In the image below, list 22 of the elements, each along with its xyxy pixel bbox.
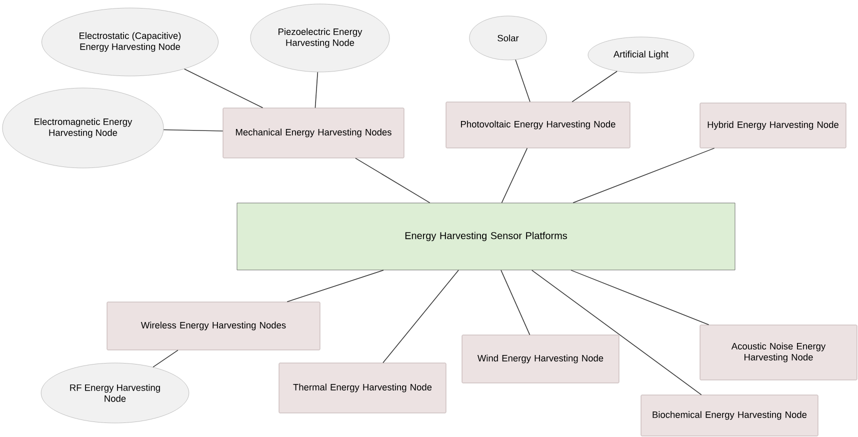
category-box: Mechanical Energy Harvesting Nodes bbox=[222, 108, 404, 158]
connector-line bbox=[572, 70, 618, 102]
category-box: Thermal Energy Harvesting Node bbox=[278, 362, 446, 414]
platform-box: Energy Harvesting Sensor Platforms bbox=[236, 202, 736, 270]
connector-line bbox=[501, 148, 528, 204]
connector-line bbox=[570, 270, 710, 326]
category-box: Wireless Energy Harvesting Nodes bbox=[106, 302, 320, 350]
category-box: Hybrid Energy Harvesting Node bbox=[700, 102, 846, 148]
connector-line bbox=[572, 148, 715, 204]
connector-line bbox=[515, 59, 530, 102]
connector-line bbox=[500, 270, 530, 336]
category-box: Biochemical Energy Harvesting Node bbox=[640, 394, 818, 436]
connector-line bbox=[163, 129, 224, 132]
category-box: Acoustic Noise Energy Harvesting Node bbox=[700, 324, 858, 380]
connector-line bbox=[184, 68, 264, 108]
connector-line bbox=[152, 350, 178, 368]
connector-line bbox=[286, 270, 384, 302]
connector-line bbox=[355, 158, 430, 204]
category-box: Wind Energy Harvesting Node bbox=[462, 334, 620, 384]
connector-line bbox=[382, 270, 459, 364]
category-box: Photovoltaic Energy Harvesting Node bbox=[446, 102, 630, 148]
connector-line bbox=[314, 72, 318, 108]
